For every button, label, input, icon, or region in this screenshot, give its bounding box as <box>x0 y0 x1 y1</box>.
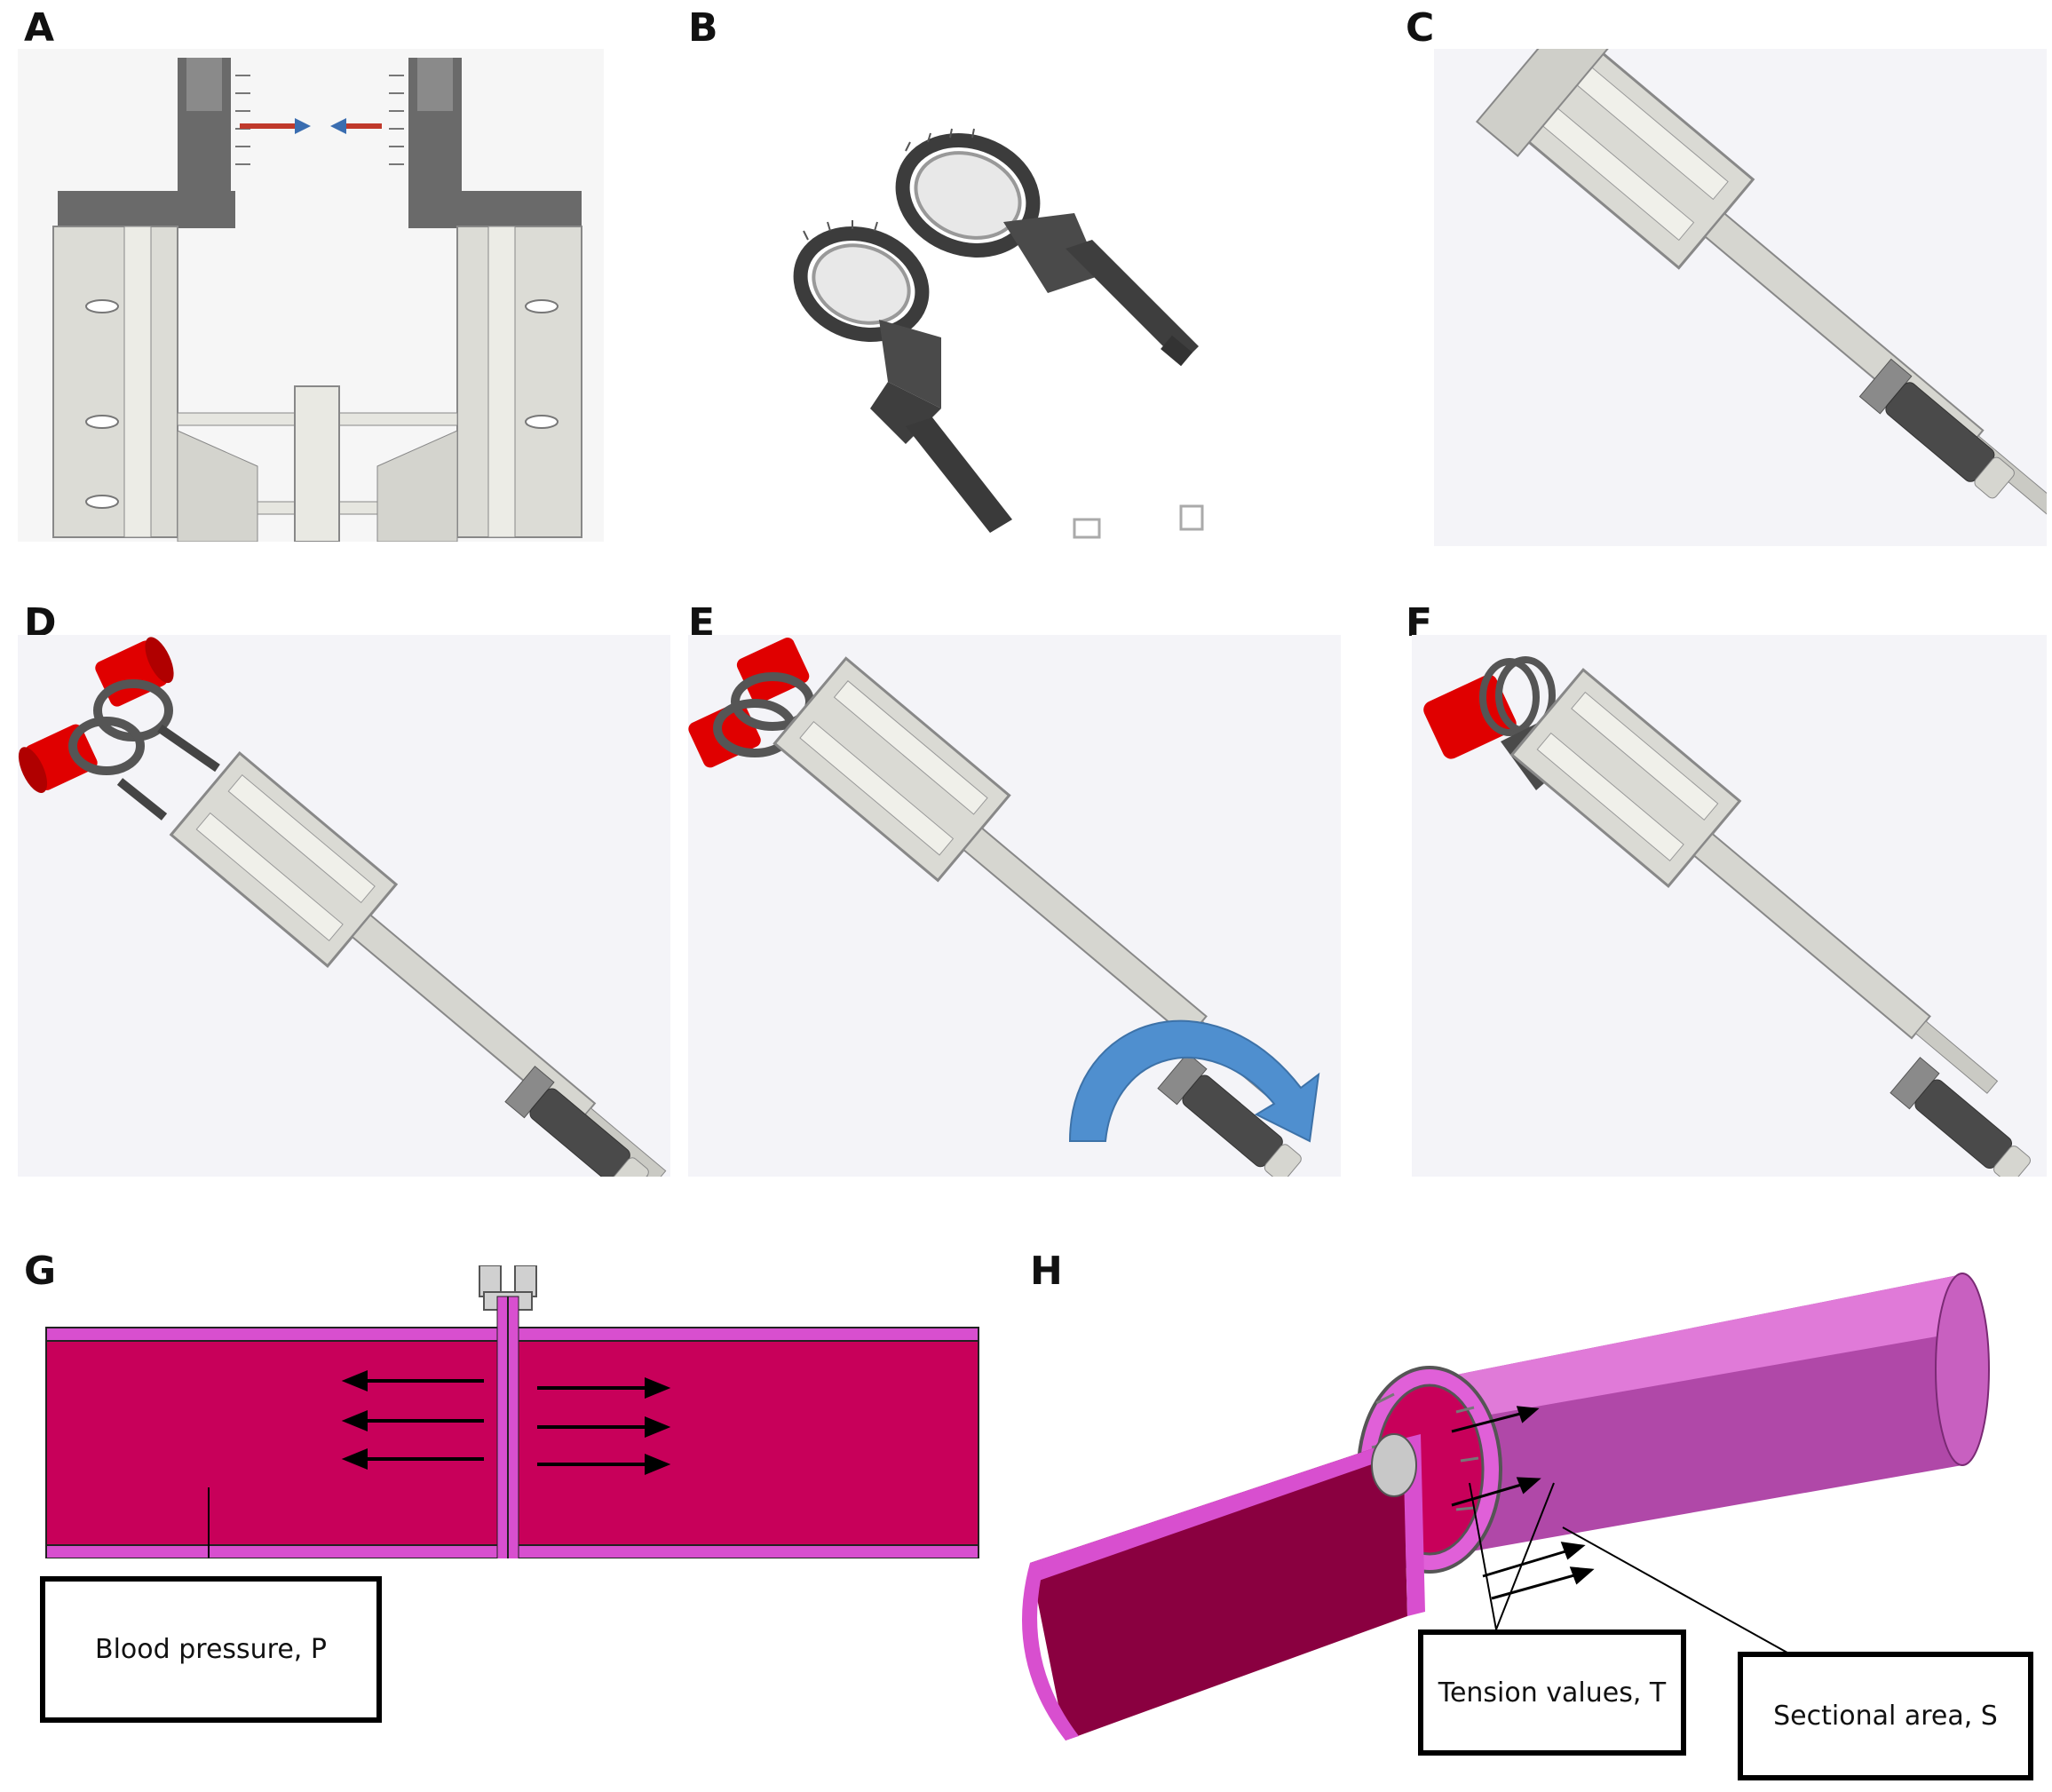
panel-letter-h: H <box>1030 1249 1063 1294</box>
device-with-vessels-illustration <box>18 635 670 1177</box>
panel-f-vessels-joined <box>1412 635 2047 1177</box>
panel-e-rotation-step <box>688 635 1341 1177</box>
tension-arrows <box>1451 1406 1595 1600</box>
tension-values-label: Tension values, T <box>1418 1629 1686 1756</box>
panel-letter-g: G <box>24 1249 57 1294</box>
panel-b-ring-clamps <box>781 115 1225 542</box>
panel-letter-a: A <box>24 5 55 51</box>
ring-clamp-illustration <box>793 128 1204 539</box>
blood-pressure-label: Blood pressure, P <box>40 1576 382 1723</box>
panel-g-blood-pressure-diagram <box>36 1265 986 1558</box>
device-joined-vessels-illustration <box>1412 635 2047 1177</box>
device-rotation-illustration <box>688 635 1341 1177</box>
panel-a-frame-front-view <box>18 49 604 542</box>
applicator-device-illustration <box>1434 49 2047 546</box>
panel-letter-c: C <box>1406 5 1435 51</box>
panel-d-vessels-approaching <box>18 635 670 1177</box>
vessel-3d-illustration <box>1022 1273 1990 1740</box>
anastomosis-frame-illustration <box>18 49 604 542</box>
sectional-area-label: Sectional area, S <box>1738 1652 2033 1780</box>
panel-c-device-assembled <box>1434 49 2047 546</box>
rotation-arrow-icon <box>1068 1019 1320 1143</box>
panel-h-tension-diagram <box>1012 1261 2047 1758</box>
vessel-section-illustration <box>45 1265 979 1558</box>
tension-arrows-right <box>537 1377 671 1475</box>
panel-letter-b: B <box>688 5 718 51</box>
tension-arrows-left <box>341 1370 484 1470</box>
